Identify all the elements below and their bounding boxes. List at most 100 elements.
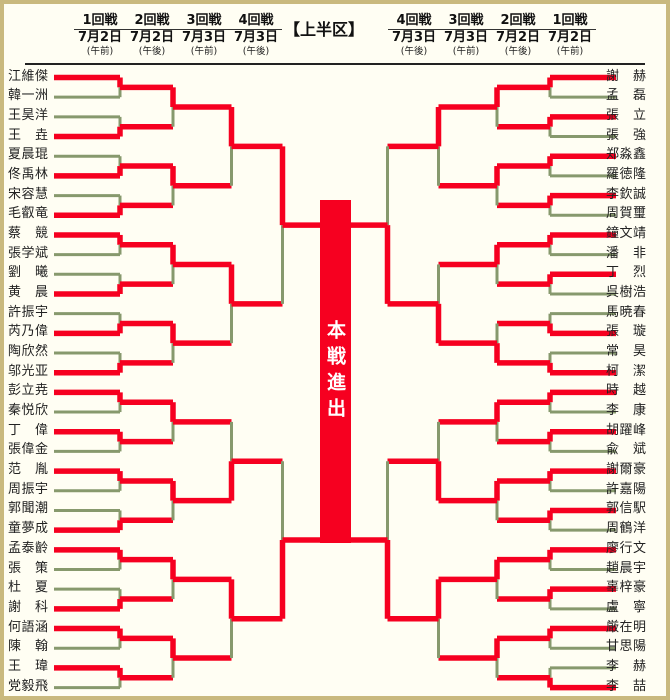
player-name: 潘 非 [606, 245, 647, 261]
player-name: 周鶴洋 [606, 521, 647, 537]
player-name: 趙晨宇 [606, 560, 647, 576]
round-date: 7月2日 [495, 30, 541, 45]
player-name: 郭信駅 [606, 501, 647, 517]
player-name: 夏晨琨 [8, 147, 49, 163]
round-session: (午後) [400, 46, 428, 57]
player-name: 宋容慧 [8, 186, 49, 202]
player-name: 張偉金 [8, 442, 49, 458]
section-title: 【上半区】 [284, 20, 365, 39]
header-divider-line [25, 63, 645, 65]
player-name: 范 胤 [8, 462, 49, 478]
player-name: 盧 寧 [606, 599, 647, 615]
player-name: 許振宇 [8, 304, 49, 320]
player-name: 兪 斌 [606, 442, 647, 458]
round-label: 1回戦 [544, 13, 596, 30]
player-name: 蔡 競 [8, 225, 49, 241]
player-name: 謝爾豪 [606, 462, 647, 478]
main-advance-bar: 本戦進出 [320, 200, 351, 543]
round-session: (午後) [138, 46, 166, 57]
player-name: 芮乃偉 [8, 324, 49, 340]
round-session: (午前) [86, 46, 114, 57]
player-name: 郑淼鑫 [606, 147, 647, 163]
player-name: 張 璇 [606, 324, 647, 340]
player-name: 何語涵 [8, 619, 49, 635]
player-name: 郭聞潮 [8, 501, 49, 517]
player-name: 羅徳隆 [606, 166, 647, 182]
player-name: 杜 夏 [8, 580, 49, 596]
round-date: 7月3日 [233, 30, 279, 45]
player-name: 江維傑 [8, 68, 49, 84]
player-name: 時 越 [606, 383, 647, 399]
player-name: 甘思陽 [606, 639, 647, 655]
round-header-left-2: 2回戦 7月2日 (午後) [126, 9, 178, 58]
round-header-right-3: 3回戦 7月3日 (午前) [440, 9, 492, 58]
player-name: 佟禹林 [8, 166, 49, 182]
player-name: 王 垚 [8, 127, 49, 143]
player-name: 彭立尭 [8, 383, 49, 399]
round-session: (午後) [504, 46, 532, 57]
player-name: 陶欣然 [8, 344, 49, 360]
player-name: 丁 偉 [8, 422, 49, 438]
round-date: 7月3日 [391, 30, 437, 45]
round-date: 7月2日 [77, 30, 123, 45]
round-label: 3回戦 [178, 13, 230, 30]
player-name: 鐘文靖 [606, 225, 647, 241]
round-session: (午前) [190, 46, 218, 57]
round-date: 7月2日 [547, 30, 593, 45]
round-date: 7月2日 [129, 30, 175, 45]
player-name: 劉 曦 [8, 265, 49, 281]
round-date: 7月3日 [181, 30, 227, 45]
player-name: 李欽誠 [606, 186, 647, 202]
player-name: 常 昊 [606, 344, 647, 360]
player-name: 王 瑋 [8, 658, 49, 674]
round-header-left-1: 1回戦 7月2日 (午前) [74, 9, 126, 58]
round-label: 3回戦 [440, 13, 492, 30]
player-name: 張 策 [8, 560, 49, 576]
round-session: (午後) [242, 46, 270, 57]
round-label: 2回戦 [492, 13, 544, 30]
player-name: 張 強 [606, 127, 647, 143]
main-advance-label: 本戦進出 [324, 319, 346, 424]
player-name: 党毅飛 [8, 678, 49, 694]
round-label: 4回戦 [388, 13, 440, 30]
round-date: 7月3日 [443, 30, 489, 45]
player-name: 毛叡竜 [8, 206, 49, 222]
player-name: 邬光亚 [8, 363, 49, 379]
player-name: 王昊洋 [8, 107, 49, 123]
player-name: 孟泰齡 [8, 540, 49, 556]
round-session: (午前) [556, 46, 584, 57]
player-name: 呉樹浩 [606, 284, 647, 300]
round-header-left-3: 3回戦 7月3日 (午前) [178, 9, 230, 58]
player-name: 周賀璽 [606, 206, 647, 222]
player-name: 丁 烈 [606, 265, 647, 281]
round-header-right-2: 2回戦 7月2日 (午後) [492, 9, 544, 58]
player-name: 周振宇 [8, 481, 49, 497]
player-name: 厳在明 [606, 619, 647, 635]
player-name: 謝 科 [8, 599, 49, 615]
player-name: 辜梓豪 [606, 580, 647, 596]
round-header-right-4: 4回戦 7月3日 (午後) [388, 9, 440, 58]
round-header-right-1: 1回戦 7月2日 (午前) [544, 9, 596, 58]
player-name: 許嘉陽 [606, 481, 647, 497]
player-name: 黄 晨 [8, 284, 49, 300]
round-label: 4回戦 [230, 13, 282, 30]
player-name: 柯 潔 [606, 363, 647, 379]
round-label: 1回戦 [74, 13, 126, 30]
round-label: 2回戦 [126, 13, 178, 30]
player-name: 胡躍峰 [606, 422, 647, 438]
player-name: 李 康 [606, 403, 647, 419]
player-name: 李 赫 [606, 658, 647, 674]
player-name: 秦悦欣 [8, 403, 49, 419]
round-header-left-4: 4回戦 7月3日 (午後) [230, 9, 282, 58]
player-name: 陳 翰 [8, 639, 49, 655]
player-name: 張 立 [606, 107, 647, 123]
round-session: (午前) [452, 46, 480, 57]
player-name: 李 喆 [606, 678, 647, 694]
player-name: 孟 磊 [606, 88, 647, 104]
player-name: 韓一洲 [8, 88, 49, 104]
player-name: 馬暁春 [606, 304, 647, 320]
player-name: 張学斌 [8, 245, 49, 261]
player-name: 謝 赫 [606, 68, 647, 84]
